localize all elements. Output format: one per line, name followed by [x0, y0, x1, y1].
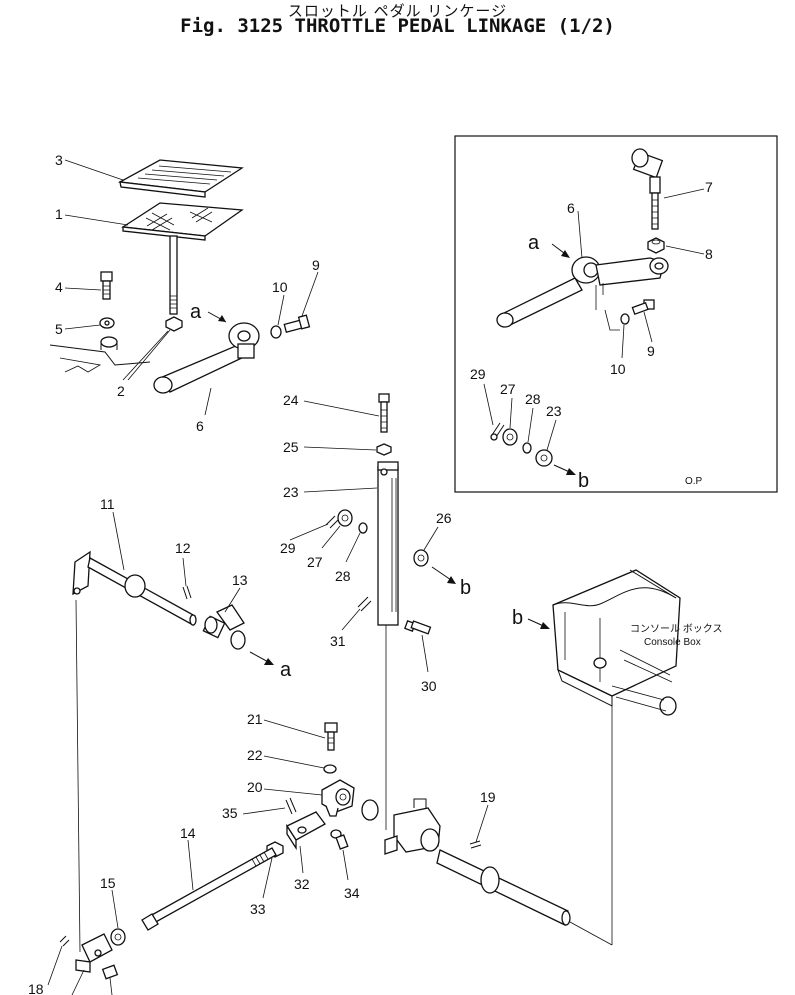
inset-lever-6 — [496, 256, 669, 328]
lever-bracket — [384, 798, 441, 855]
callout-inset-10: 10 — [610, 361, 626, 377]
inset-washer-28 — [522, 442, 532, 454]
callout-11: 11 — [100, 496, 115, 512]
collar-27 — [337, 509, 353, 527]
callout-26: 26 — [436, 510, 452, 526]
pin-18 — [59, 935, 70, 947]
callout-35: 35 — [222, 805, 238, 821]
callout-34: 34 — [344, 885, 360, 901]
clamp-20 — [321, 779, 355, 817]
optional-parts-frame — [454, 135, 778, 493]
callout-13: 13 — [232, 572, 248, 588]
pedal-pad — [117, 159, 244, 198]
inset-nut-8 — [647, 237, 665, 254]
callout-24: 24 — [283, 392, 299, 408]
callout-4: 4 — [55, 279, 63, 295]
inset-bolt-9 — [631, 299, 655, 315]
pin-29 — [325, 515, 340, 529]
shaft-19 — [436, 849, 571, 926]
bolt-4 — [100, 271, 113, 300]
callout-2: 2 — [117, 383, 125, 399]
bolt-24 — [378, 393, 390, 433]
callout-33: 33 — [250, 901, 266, 917]
nut-25 — [376, 443, 392, 456]
washer-22 — [323, 764, 337, 774]
ref-a-shaft: a — [280, 659, 292, 681]
callout-27: 27 — [307, 554, 323, 570]
callout-25: 25 — [283, 439, 299, 455]
pin-31 — [357, 596, 372, 612]
callout-inset-6: 6 — [567, 200, 575, 216]
console-box — [552, 569, 681, 716]
callout-inset-27: 27 — [500, 381, 516, 397]
cross-shaft-11 — [72, 550, 197, 626]
callout-10: 10 — [272, 279, 288, 295]
console-box-label: Console Box — [644, 637, 701, 648]
bushing-20b — [361, 799, 379, 821]
accelerator-pedal — [121, 202, 244, 315]
callout-3: 3 — [55, 152, 63, 168]
knob-bolt-7 — [631, 148, 664, 230]
threaded-rod-14 — [141, 847, 277, 931]
callout-inset-23: 23 — [546, 403, 562, 419]
callout-30: 30 — [421, 678, 437, 694]
callout-22: 22 — [247, 747, 263, 763]
nut-2 — [165, 316, 183, 332]
ref-a-pedal: a — [190, 301, 202, 323]
callout-23: 23 — [283, 484, 299, 500]
callout-inset-7: 7 — [705, 179, 713, 195]
floor-bracket — [49, 336, 151, 373]
callout-32: 32 — [294, 876, 310, 892]
diagram-title: Fig. 3125 THROTTLE PEDAL LINKAGE (1/2) — [180, 15, 615, 37]
nut-5 — [99, 317, 115, 329]
callout-inset-9: 9 — [647, 343, 655, 359]
console-box-label-jp: コンソール ボックス — [630, 623, 722, 635]
washer-10 — [270, 325, 282, 339]
clevis-bottom — [75, 933, 119, 980]
nut-15 — [110, 928, 126, 946]
ref-b-rod: b — [460, 577, 471, 599]
bushings-13 — [202, 604, 246, 650]
callout-9: 9 — [312, 257, 320, 273]
callout-1: 1 — [55, 206, 63, 222]
callout-31: 31 — [330, 633, 346, 649]
callout-28: 28 — [335, 568, 351, 584]
lever-rod-23 — [377, 461, 399, 626]
callout-18: 18 — [28, 981, 44, 995]
inset-washer-10 — [620, 313, 630, 325]
callout-29: 29 — [280, 540, 296, 556]
pin-19 — [469, 840, 482, 849]
callout-6: 6 — [196, 418, 204, 434]
inset-bushing-23 — [535, 449, 553, 467]
pin-12 — [182, 585, 192, 600]
pin-34 — [330, 829, 349, 850]
callout-inset-28: 28 — [525, 391, 541, 407]
bolt-30 — [404, 620, 432, 635]
inset-collar-27 — [502, 428, 518, 446]
callout-15: 15 — [100, 875, 116, 891]
washer-28 — [358, 522, 368, 534]
callout-20: 20 — [247, 779, 263, 795]
clevis-32 — [286, 811, 326, 851]
diagram-title-japanese: スロットル ペダル リンケージ — [287, 2, 508, 20]
callout-12: 12 — [175, 540, 191, 556]
bushing-26 — [413, 549, 429, 567]
bolt-21 — [324, 722, 338, 751]
pin-35 — [285, 797, 297, 815]
callout-inset-8: 8 — [705, 246, 713, 262]
inset-pin-29 — [490, 422, 505, 441]
callout-5: 5 — [55, 321, 63, 337]
callout-14: 14 — [180, 825, 196, 841]
ref-b-inset: b — [578, 470, 589, 492]
bolt-9 — [283, 314, 311, 333]
callout-inset-29: 29 — [470, 366, 486, 382]
optional-parts-tag: O.P — [685, 476, 703, 487]
callout-21: 21 — [247, 711, 263, 727]
ref-a-inset: a — [528, 232, 540, 254]
ref-b-console: b — [512, 607, 523, 629]
pedal-lever-6 — [153, 322, 260, 394]
callout-19: 19 — [480, 789, 496, 805]
